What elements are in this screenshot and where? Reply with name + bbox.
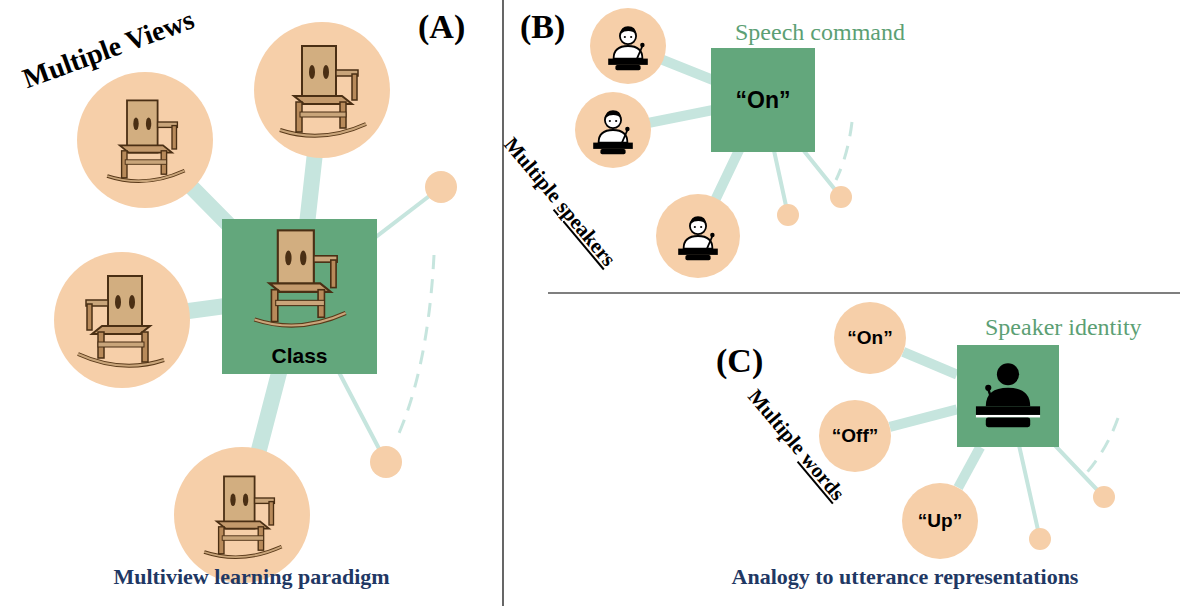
dot xyxy=(370,446,402,478)
word-circle: “On” xyxy=(834,302,906,374)
speaker-icon xyxy=(678,216,718,260)
dot xyxy=(1029,528,1051,550)
speaker-icon xyxy=(608,26,648,70)
speaker-circle xyxy=(575,92,651,168)
panel-letter: (C) xyxy=(716,342,763,380)
dot xyxy=(425,171,457,203)
speaker-icon xyxy=(593,110,633,154)
identity-box: Speaker identity xyxy=(957,345,1059,447)
continuation-dash xyxy=(836,122,852,180)
view-circle xyxy=(174,447,310,583)
dot xyxy=(1093,486,1115,508)
node-label: “Up” xyxy=(918,510,962,532)
word-circle: “Off” xyxy=(819,400,891,472)
chair-view xyxy=(78,276,164,366)
link-band xyxy=(958,447,980,488)
panel-letter: (A) xyxy=(418,8,465,46)
word-circle: “Up” xyxy=(902,483,978,559)
chair-view xyxy=(204,476,281,557)
node-label: “Off” xyxy=(832,425,878,447)
node-heading: Speaker identity xyxy=(985,314,1142,341)
node-label: “On” xyxy=(736,87,791,114)
node-label: “On” xyxy=(847,327,892,349)
panel-divider xyxy=(548,292,1180,293)
command-box: Speech command“On” xyxy=(711,48,815,152)
dot xyxy=(830,186,852,208)
continuation-dash xyxy=(396,255,434,440)
panel-divider xyxy=(502,0,503,606)
dot xyxy=(777,204,799,226)
speaker-circle xyxy=(590,8,666,84)
panel-caption: Multiview learning paradigm xyxy=(0,564,503,590)
view-circle xyxy=(77,72,213,208)
panel-caption: Analogy to utterance representations xyxy=(585,564,1203,590)
continuation-dash xyxy=(1082,418,1118,478)
view-circle xyxy=(254,22,390,158)
link-band xyxy=(903,352,957,375)
link-band xyxy=(890,409,957,427)
chair-view xyxy=(280,46,366,136)
node-label: Class xyxy=(271,344,327,368)
panel-letter: (B) xyxy=(520,8,565,46)
class-box: Class xyxy=(222,219,377,374)
speaker-icon xyxy=(957,345,1059,447)
speaker-circle xyxy=(656,194,740,278)
node-heading: Speech command xyxy=(735,19,905,46)
view-circle xyxy=(54,252,190,388)
chair-view xyxy=(107,100,184,181)
